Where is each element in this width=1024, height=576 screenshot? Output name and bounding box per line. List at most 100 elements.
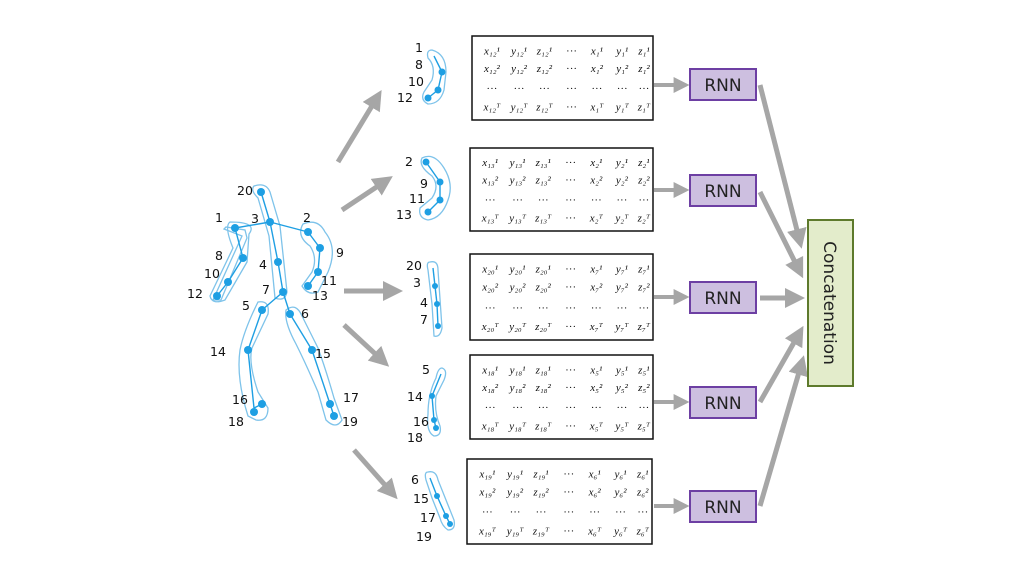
matrix-cell: y₆ᵀ [613,525,628,537]
matrix-cell: x₁₂² [483,63,501,75]
matrix-cell: z₅² [637,382,650,394]
matrix-cell: ··· [591,402,602,414]
rnn-box-1: RNN [689,68,757,101]
matrix-cell: ··· [638,194,649,206]
matrix-cell: z₆¹ [636,468,648,480]
matrix-cell: y₂₀² [509,282,527,294]
concat-arrow-2 [757,190,804,279]
matrix-cell: ··· [565,382,576,394]
matrix-cell: y₁₂² [510,63,528,75]
matrix-cell: y₇ᵀ [614,321,629,333]
joint-dot [424,94,432,102]
matrix-cell: ··· [566,45,577,57]
matrix-cell: ··· [565,157,576,169]
matrix-cell: z₂₀¹ [535,264,551,276]
rnn-label: RNN [704,182,741,202]
matrix-frame [466,458,653,545]
matrix-cell: ··· [638,83,649,95]
matrix-cell: x₁₃ᵀ [481,213,500,225]
matrix-cell: z₁² [637,63,650,75]
rnn-label: RNN [704,289,741,309]
matrix-cell: ··· [565,421,576,433]
joint-dot [436,196,444,204]
matrix-cell: y₁ᵀ [615,102,630,114]
matrix-cell: x₂₀² [481,282,499,294]
concat-arrow-4 [757,325,804,404]
matrix-cell: ··· [615,507,626,519]
matrix-cell: z₂₀² [535,282,552,294]
matrix-frame [469,253,654,341]
matrix-cell: ··· [591,302,602,314]
joint-dot [436,178,444,186]
matrix-cell: ··· [565,194,576,206]
part-joint-label: 8 [415,57,423,72]
matrix-to-rnn-arrows [654,77,690,514]
rnn-label: RNN [704,394,741,414]
matrix-cell: x₇² [589,282,603,294]
matrix-cell: z₁₉ᵀ [532,525,550,537]
joint-dot [258,400,266,408]
matrix-cell: ··· [486,83,497,95]
joint-dot [257,188,265,196]
concat-arrow-1 [757,84,807,249]
joint-dot [316,244,324,252]
matrix-cell: x₂ᵀ [589,213,604,225]
matrix-cell: ··· [485,302,496,314]
matrix-cell: ··· [536,507,547,519]
matrix-cell: z₁₃² [535,175,552,187]
joint-dot [258,306,266,314]
matrix-cell: z₁₉² [532,486,549,498]
body-part-4: 5 14 16 18 [407,362,447,445]
joint-label-10: 10 [204,266,220,281]
matrix-cell: y₁₂ᵀ [510,102,529,114]
rnn-label: RNN [704,498,741,518]
matrix-cell: x₁₉² [478,486,496,498]
matrix-cell: y₁₈ᵀ [508,421,527,433]
matrix-cell: z₂₀ᵀ [534,321,552,333]
matrix-cell: y₅ᵀ [614,421,629,433]
matrix-cell: x₁₈¹ [481,364,498,376]
joint-dot [434,86,442,94]
matrix-cell: ··· [563,507,574,519]
matrix-cell: x₆¹ [588,468,601,480]
matrix-cell: x₁² [590,63,604,75]
matrix-cell: z₆ᵀ [636,525,650,537]
joint-dot [434,493,440,499]
joint-label-8: 8 [215,248,223,263]
matrix-cell: y₂ᵀ [614,213,629,225]
matrix-cell: z₂¹ [637,157,649,169]
matrix-cell: ··· [565,282,576,294]
skeleton-joints [213,188,338,420]
skeleton-spine-outline [252,184,288,300]
joint-dot [431,417,437,423]
joint-dot [314,268,322,276]
body-part-1: 1 8 10 12 [397,40,447,105]
matrix-cell: x₁₂ᵀ [483,102,502,114]
joint-dot [231,224,239,232]
body-part-2: 2 9 11 13 [396,154,451,222]
matrix-cell: ··· [563,468,574,480]
part-joint-label: 16 [413,414,429,429]
matrix-cell: y₁₉¹ [506,468,523,480]
part-joint-label: 9 [420,176,428,191]
body-part-5: 6 15 17 19 [411,471,456,544]
matrix-cell: x₅ᵀ [589,421,604,433]
matrix-cell: ··· [510,507,521,519]
matrix-cell: ··· [616,302,627,314]
split-arrow-1 [335,90,382,164]
rnn-to-concat-arrows [757,84,808,507]
part-outline [419,155,451,221]
part-outline [426,261,443,337]
joint-label-3: 3 [251,211,259,226]
joint-dot [250,408,258,416]
matrix-cell: x₁¹ [590,45,603,57]
matrix-cell: z₅ᵀ [637,421,651,433]
matrix-frame [469,147,654,232]
matrix-cell: x₆² [588,486,602,498]
